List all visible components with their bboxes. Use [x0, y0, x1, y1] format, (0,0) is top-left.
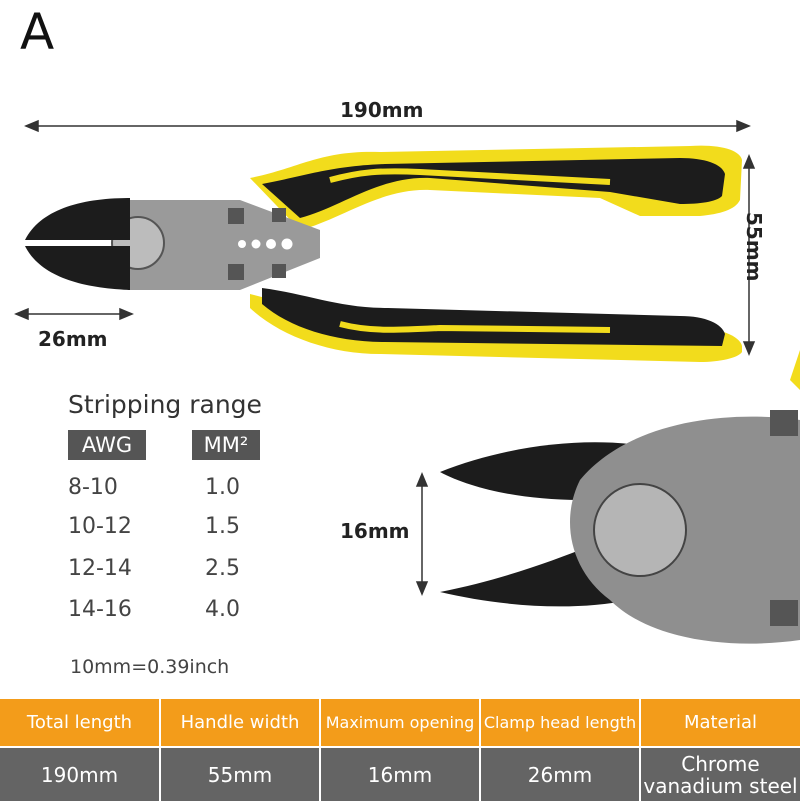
- spec-header-row: Total length Handle width Maximum openin…: [0, 699, 800, 747]
- awg-header: AWG: [68, 430, 146, 460]
- unit-conversion-note: 10mm=0.39inch: [70, 656, 230, 678]
- jaw-closeup: [415, 350, 800, 644]
- opening-dimension-line: [415, 472, 429, 596]
- spec-value: 190mm: [0, 746, 161, 801]
- clamp-dimension-line: [14, 307, 134, 321]
- opening-label: 16mm: [340, 519, 410, 543]
- length-dimension-line: [24, 119, 751, 133]
- spec-header: Clamp head length: [480, 699, 641, 747]
- awg-cell: 14-16: [68, 597, 132, 622]
- width-dimension-line: [742, 154, 756, 356]
- pliers-top-view: [14, 119, 756, 362]
- spec-value: 26mm: [480, 746, 641, 801]
- spec-value: 55mm: [160, 746, 321, 801]
- awg-cell: 8-10: [68, 475, 118, 500]
- spec-value-row: 190mm 55mm 16mm 26mm Chrome vanadium ste…: [0, 746, 800, 801]
- spec-table: Total length Handle width Maximum openin…: [0, 699, 800, 801]
- mm2-header: MM²: [192, 430, 260, 460]
- spec-value-material: Chrome vanadium steel: [640, 746, 800, 801]
- spec-header: Maximum opening: [320, 699, 481, 747]
- stripping-range-title: Stripping range: [68, 390, 262, 419]
- length-label: 190mm: [340, 98, 424, 122]
- mm2-cell: 4.0: [205, 597, 240, 622]
- spec-value: 16mm: [320, 746, 481, 801]
- panel-letter: A: [20, 3, 55, 61]
- awg-cell: 10-12: [68, 514, 132, 539]
- clamp-head-label: 26mm: [38, 327, 108, 351]
- spec-header: Handle width: [160, 699, 321, 747]
- mm2-cell: 2.5: [205, 556, 240, 581]
- awg-cell: 12-14: [68, 556, 132, 581]
- spec-header: Material: [640, 699, 800, 747]
- mm2-cell: 1.0: [205, 475, 240, 500]
- handle-width-label: 55mm: [742, 212, 766, 282]
- spec-header: Total length: [0, 699, 161, 747]
- mm2-cell: 1.5: [205, 514, 240, 539]
